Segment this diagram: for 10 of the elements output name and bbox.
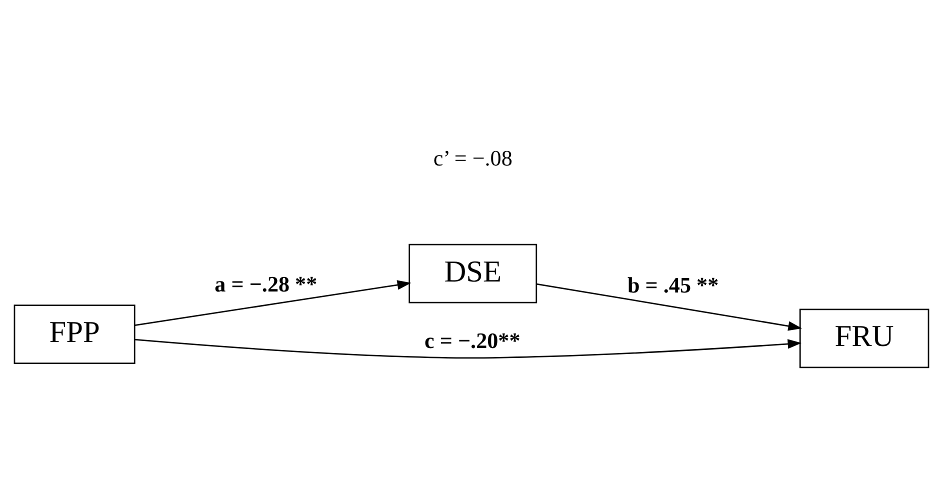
edge-label: c = −.20** bbox=[424, 327, 520, 352]
node-box: FRU bbox=[799, 308, 930, 368]
edge-label: a = −.28 ** bbox=[214, 270, 318, 296]
arrow bbox=[134, 338, 802, 358]
label: c’ = −.08 bbox=[433, 145, 512, 170]
arrow bbox=[536, 282, 802, 330]
node-box: DSE bbox=[408, 243, 538, 303]
edge-label: b = .45 ** bbox=[628, 272, 719, 298]
arrow bbox=[134, 280, 412, 326]
node-box: FPP bbox=[14, 304, 136, 364]
